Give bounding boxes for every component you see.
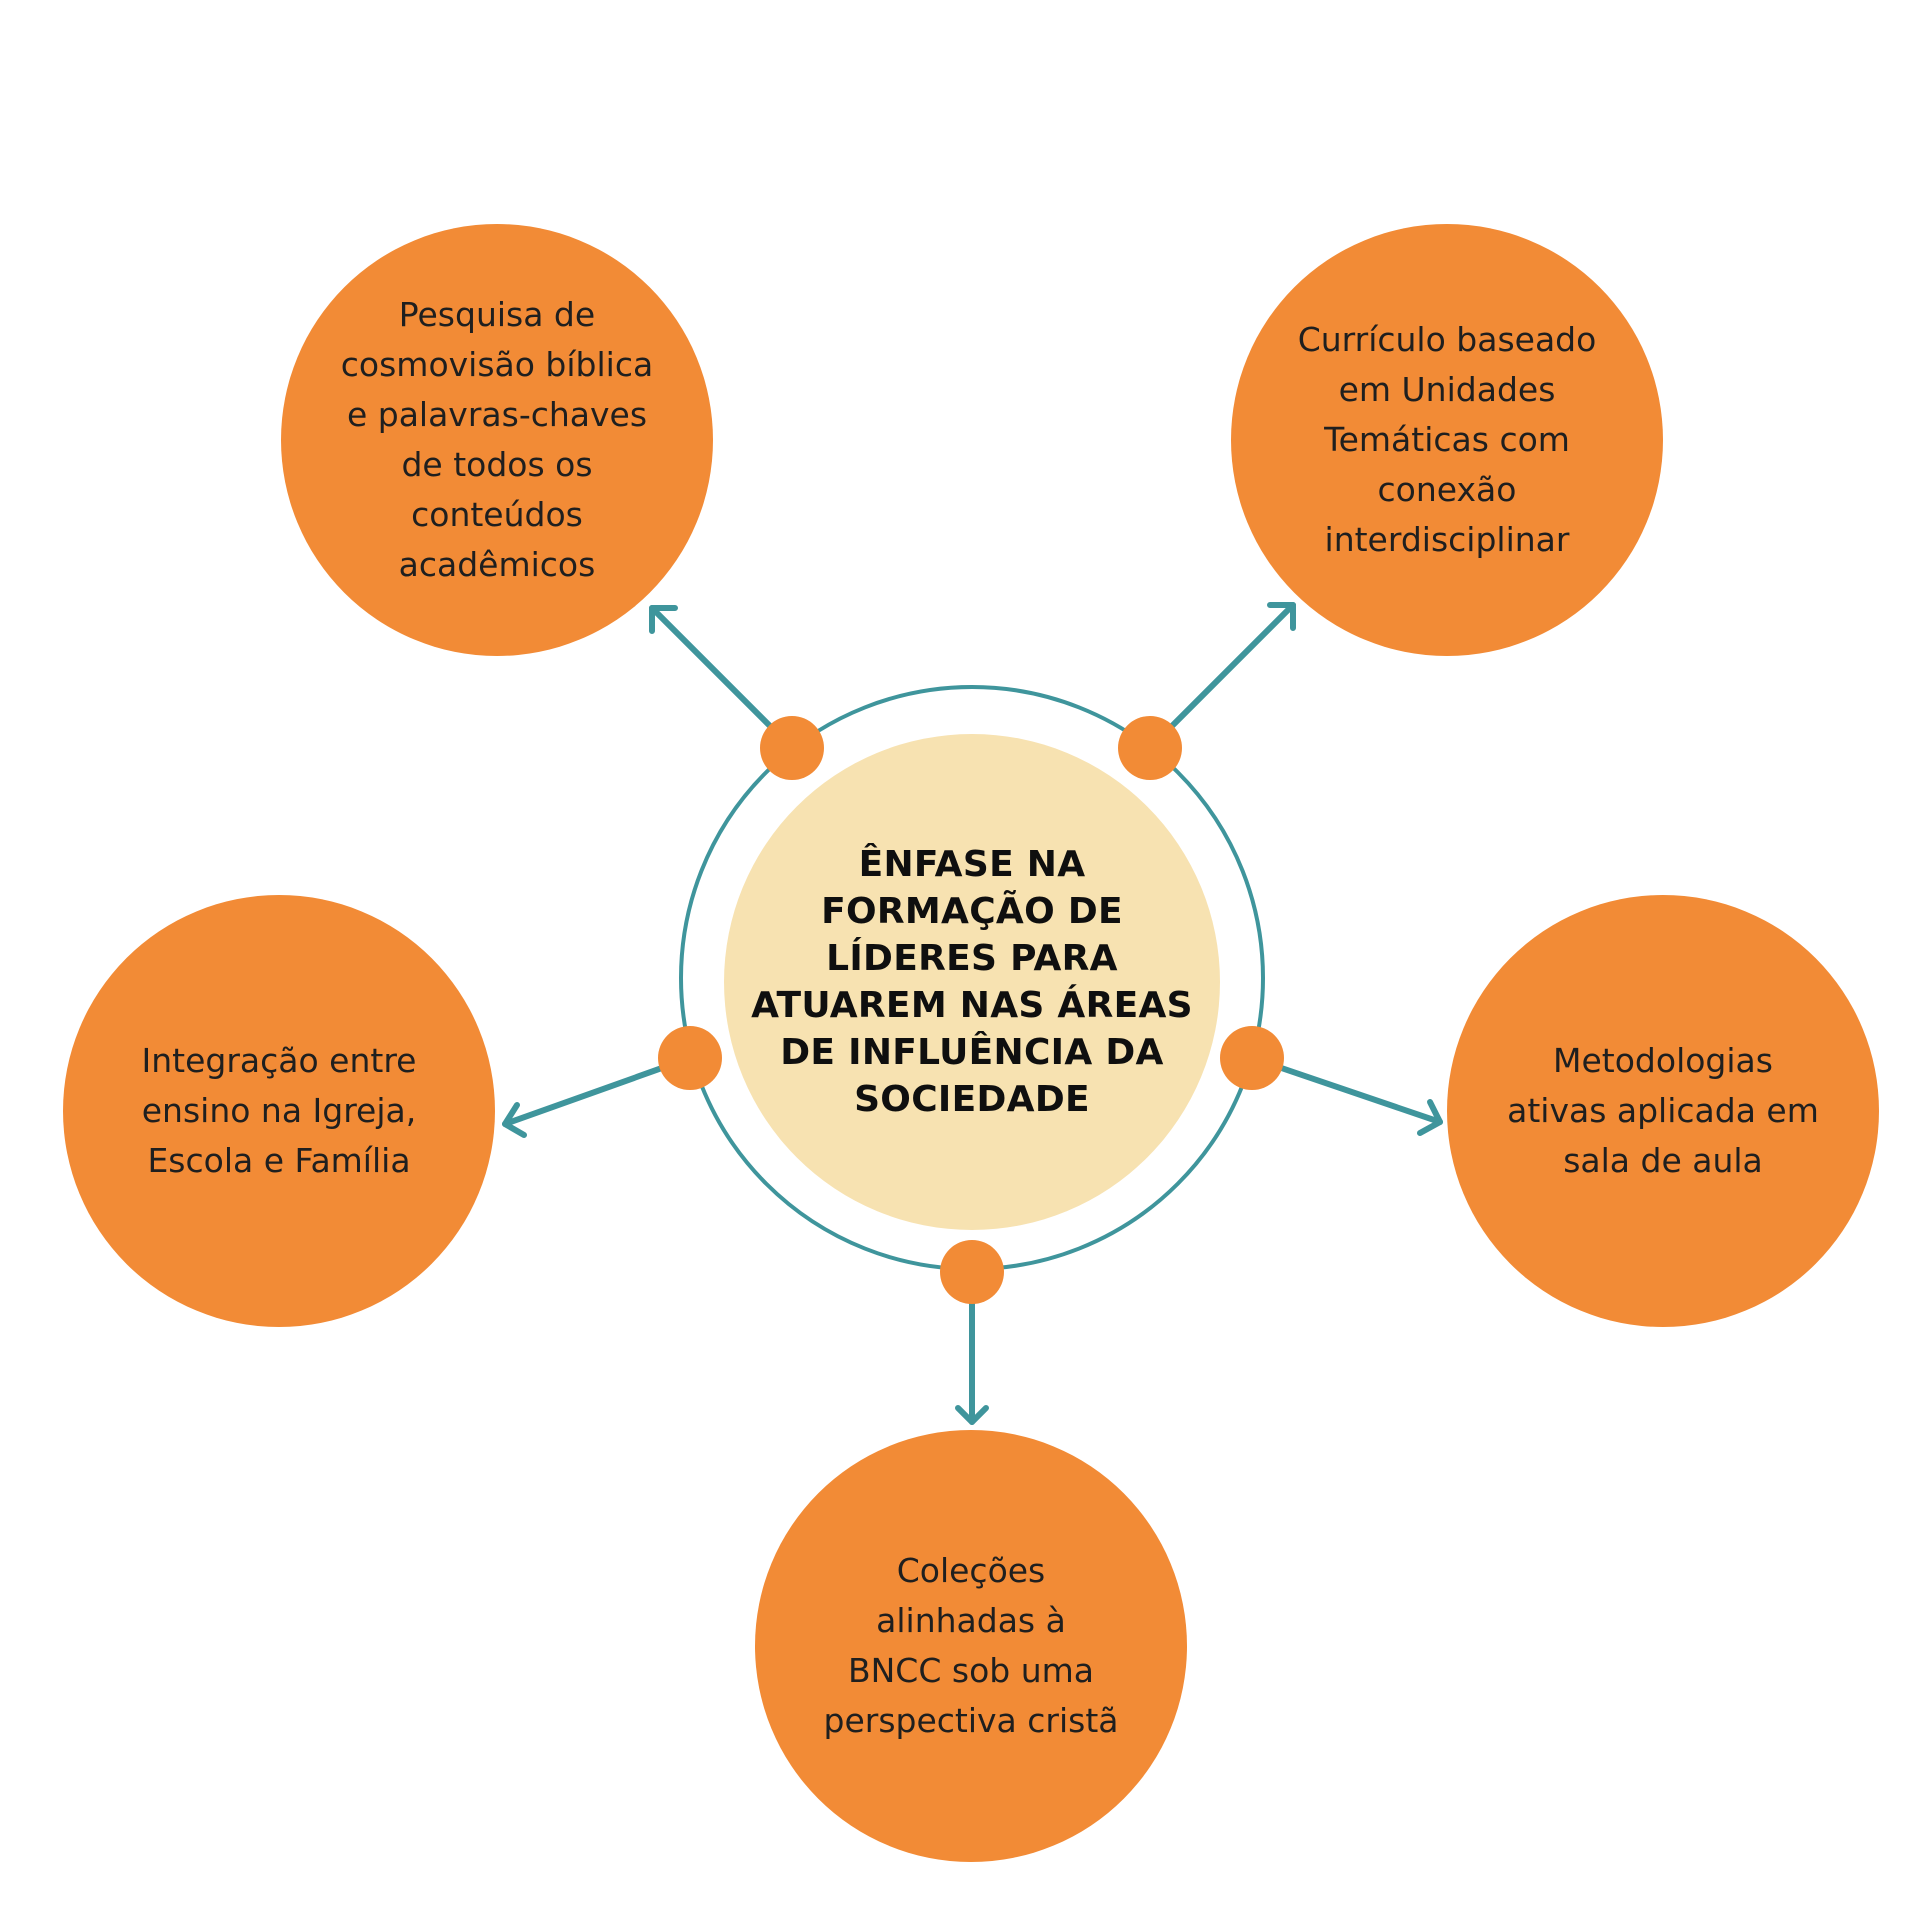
arrow-to-top-right bbox=[1147, 602, 1296, 751]
center-title-line: ATUAREM NAS ÁREAS bbox=[751, 985, 1193, 1026]
node-text-line: de todos os bbox=[401, 445, 593, 484]
node-text-line: cosmovisão bíblica bbox=[340, 345, 654, 384]
node-text-line: Temáticas com bbox=[1324, 420, 1570, 459]
center-disc-fill bbox=[724, 734, 1220, 1230]
node-text-line: acadêmicos bbox=[398, 545, 596, 584]
node-text-line: Metodologias bbox=[1553, 1041, 1773, 1080]
node-text-line: ensino na Igreja, bbox=[141, 1091, 417, 1130]
node-right-text: Metodologias ativas aplicada em sala de … bbox=[1507, 1036, 1819, 1186]
node-left-text: Integração entre ensino na Igreja, Escol… bbox=[142, 1036, 417, 1186]
center-title-line: DE INFLUÊNCIA DA bbox=[780, 1032, 1164, 1073]
node-text-line: e palavras-chaves bbox=[346, 395, 648, 434]
node-top-right-text: Currículo baseado em Unidades Temáticas … bbox=[1298, 315, 1597, 565]
center-title-line: LÍDERES PARA bbox=[826, 938, 1118, 979]
center-node: ÊNFASE NA FORMAÇÃO DE LÍDERES PARA ATUAR… bbox=[724, 734, 1220, 1230]
node-text-line: Coleções bbox=[896, 1551, 1046, 1590]
node-bottom: Coleções alinhadas à BNCC sob uma perspe… bbox=[755, 1430, 1187, 1862]
node-text-line: conteúdos bbox=[411, 495, 583, 534]
node-text-line: ativas aplicada em bbox=[1507, 1091, 1819, 1130]
node-bottom-text: Coleções alinhadas à BNCC sob uma perspe… bbox=[824, 1546, 1119, 1746]
node-text-line: Currículo baseado bbox=[1297, 320, 1597, 359]
connector-dot-bottom bbox=[940, 1240, 1004, 1304]
node-top-left: Pesquisa de cosmovisão bíblica e palavra… bbox=[281, 224, 713, 656]
node-text-line: Pesquisa de bbox=[398, 295, 596, 334]
node-text-line: interdisciplinar bbox=[1324, 520, 1570, 559]
arrow-to-top-left bbox=[649, 605, 795, 751]
node-text-line: perspectiva cristã bbox=[823, 1701, 1119, 1740]
node-top-right: Currículo baseado em Unidades Temáticas … bbox=[1231, 224, 1663, 656]
arrow-to-left bbox=[502, 1055, 693, 1138]
node-top-left-text: Pesquisa de cosmovisão bíblica e palavra… bbox=[341, 290, 653, 590]
connector-dot-top-left bbox=[760, 716, 824, 780]
connector-dot-left bbox=[658, 1026, 722, 1090]
node-text-line: sala de aula bbox=[1563, 1141, 1763, 1180]
arrow-to-right bbox=[1249, 1055, 1443, 1136]
connector-dot-top-right bbox=[1118, 716, 1182, 780]
node-text-line: Integração entre bbox=[141, 1041, 417, 1080]
center-title-line: SOCIEDADE bbox=[854, 1079, 1090, 1120]
connector-dot-right bbox=[1220, 1026, 1284, 1090]
center-title: ÊNFASE NA FORMAÇÃO DE LÍDERES PARA ATUAR… bbox=[751, 841, 1193, 1123]
node-right: Metodologias ativas aplicada em sala de … bbox=[1447, 895, 1879, 1327]
node-left: Integração entre ensino na Igreja, Escol… bbox=[63, 895, 495, 1327]
node-text-line: em Unidades bbox=[1338, 370, 1556, 409]
node-text-line: BNCC sob uma bbox=[847, 1651, 1094, 1690]
node-text-line: alinhadas à bbox=[876, 1601, 1066, 1640]
node-text-line: conexão bbox=[1377, 470, 1517, 509]
node-text-line: Escola e Família bbox=[147, 1141, 411, 1180]
center-title-line: ÊNFASE NA bbox=[858, 844, 1086, 885]
center-title-line: FORMAÇÃO DE bbox=[821, 891, 1123, 932]
